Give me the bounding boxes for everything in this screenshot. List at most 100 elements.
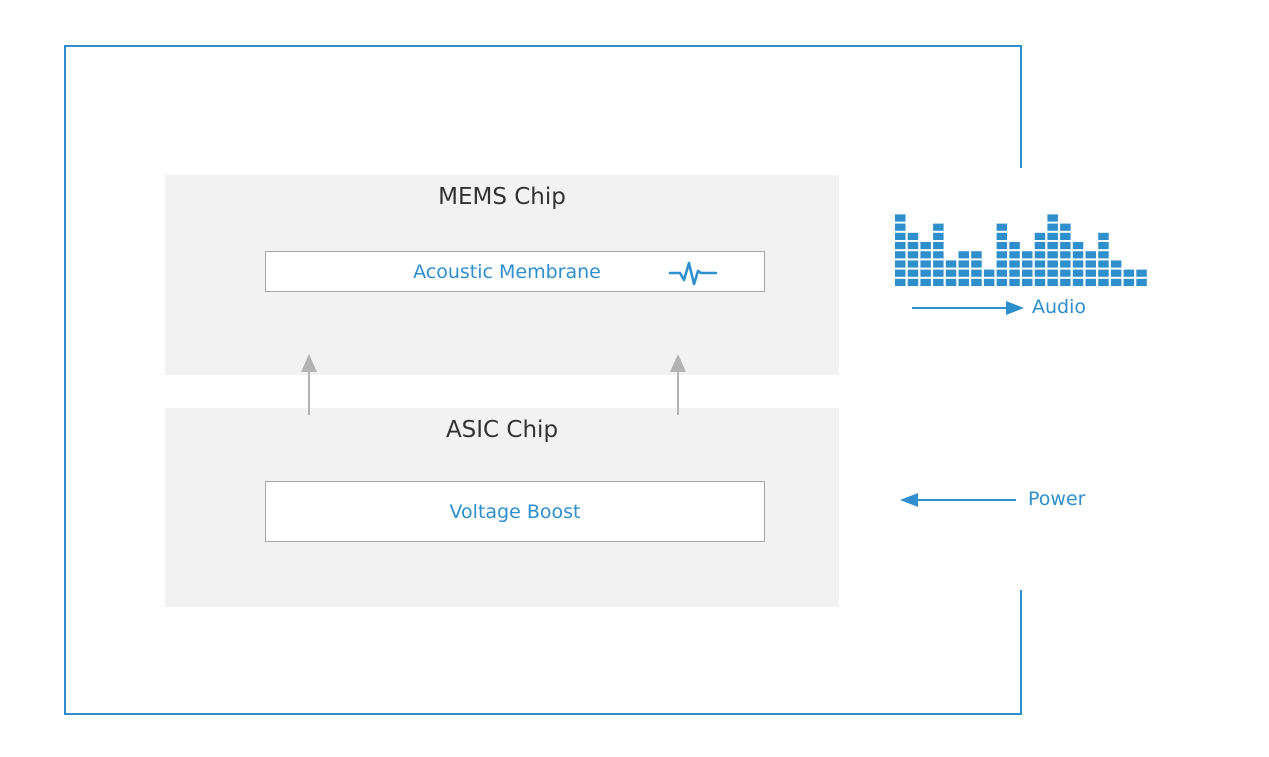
- spectrum-segment: [1047, 251, 1058, 259]
- spectrum-segment: [1060, 278, 1071, 286]
- spectrum-segment: [971, 251, 982, 259]
- spectrum-segment: [1060, 269, 1071, 277]
- spectrum-segment: [907, 260, 919, 268]
- spectrum-segment: [971, 260, 982, 268]
- spectrum-segment: [895, 223, 906, 231]
- spectrum-segment: [1060, 242, 1071, 250]
- spectrum-segment: [1034, 269, 1046, 277]
- spectrum-segment: [1085, 269, 1096, 277]
- spectrum-segment: [958, 251, 969, 259]
- spectrum-segment: [895, 232, 906, 240]
- spectrum-segment: [895, 214, 906, 222]
- spectrum-segment: [1047, 223, 1058, 231]
- spectrum-segment: [907, 242, 919, 250]
- spectrum-segment: [1022, 251, 1033, 259]
- spectrum-segment: [907, 269, 919, 277]
- spectrum-segment: [983, 278, 995, 286]
- spectrum-segment: [996, 242, 1008, 250]
- spectrum-segment: [1110, 278, 1122, 286]
- spectrum-segment: [1072, 251, 1084, 259]
- spectrum-segment: [895, 278, 906, 286]
- enclosure-frame-upper: [64, 45, 1022, 715]
- spectrum-segment: [958, 260, 969, 268]
- spectrum-segment: [920, 278, 931, 286]
- spectrum-segment: [1072, 269, 1084, 277]
- power-label: Power: [1028, 488, 1086, 510]
- mems-chip-panel: MEMS Chip Acoustic Membrane: [165, 175, 839, 375]
- spectrum-segment: [1123, 269, 1135, 277]
- spectrum-segment: [920, 242, 931, 250]
- spectrum-segment: [1085, 278, 1096, 286]
- spectrum-segment: [1060, 251, 1071, 259]
- audio-label: Audio: [1032, 296, 1087, 318]
- spectrum-segment: [1034, 251, 1046, 259]
- spectrum-segment: [996, 251, 1008, 259]
- spectrum-segment: [1022, 278, 1033, 286]
- spectrum-segment: [907, 278, 919, 286]
- spectrum-segment: [1110, 269, 1122, 277]
- voltage-boost-label: Voltage Boost: [449, 500, 581, 523]
- spectrum-segment: [1009, 260, 1020, 268]
- spectrum-segment: [895, 260, 906, 268]
- spectrum-segment: [1098, 242, 1109, 250]
- spectrum-segment: [920, 251, 931, 259]
- spectrum-segment: [1034, 278, 1046, 286]
- spectrum-segment: [933, 223, 944, 231]
- audio-spectrum-icon: [895, 214, 1147, 286]
- spectrum-segment: [907, 232, 919, 240]
- spectrum-segment: [1047, 214, 1058, 222]
- spectrum-segment: [1060, 232, 1071, 240]
- asic-chip-title: ASIC Chip: [445, 417, 559, 443]
- spectrum-segment: [958, 269, 969, 277]
- spectrum-segment: [945, 269, 957, 277]
- spectrum-segment: [1072, 242, 1084, 250]
- spectrum-segment: [1034, 232, 1046, 240]
- spectrum-segment: [1060, 223, 1071, 231]
- spectrum-segment: [1022, 269, 1033, 277]
- spectrum-segment: [1009, 269, 1020, 277]
- spectrum-segment: [920, 260, 931, 268]
- spectrum-segment: [1098, 251, 1109, 259]
- spectrum-segment: [933, 278, 944, 286]
- spectrum-segment: [1009, 278, 1020, 286]
- mems-chip-title: MEMS Chip: [438, 184, 566, 210]
- spectrum-segment: [1047, 260, 1058, 268]
- spectrum-segment: [1136, 269, 1147, 277]
- spectrum-segment: [945, 260, 957, 268]
- spectrum-segment: [1034, 260, 1046, 268]
- spectrum-segment: [1047, 269, 1058, 277]
- acoustic-membrane-label: Acoustic Membrane: [413, 260, 601, 283]
- spectrum-segment: [945, 278, 957, 286]
- spectrum-segment: [1072, 260, 1084, 268]
- spectrum-segment: [1022, 260, 1033, 268]
- spectrum-segment: [907, 251, 919, 259]
- spectrum-segment: [996, 269, 1008, 277]
- spectrum-segment: [1098, 260, 1109, 268]
- spectrum-segment: [1060, 260, 1071, 268]
- spectrum-segment: [1098, 269, 1109, 277]
- spectrum-segment: [1123, 278, 1135, 286]
- spectrum-segment: [895, 251, 906, 259]
- voltage-boost-box: Voltage Boost: [265, 481, 765, 542]
- spectrum-segment: [971, 269, 982, 277]
- spectrum-segment: [1136, 278, 1147, 286]
- spectrum-segment: [996, 278, 1008, 286]
- spectrum-segment: [1098, 278, 1109, 286]
- spectrum-segment: [971, 278, 982, 286]
- spectrum-segment: [933, 269, 944, 277]
- spectrum-segment: [1047, 242, 1058, 250]
- spectrum-segment: [958, 278, 969, 286]
- spectrum-segment: [1047, 278, 1058, 286]
- spectrum-segment: [1072, 278, 1084, 286]
- asic-chip-panel: ASIC Chip Voltage Boost: [165, 408, 839, 607]
- spectrum-segment: [996, 232, 1008, 240]
- spectrum-segment: [996, 223, 1008, 231]
- spectrum-segment: [933, 242, 944, 250]
- spectrum-segment: [996, 260, 1008, 268]
- acoustic-membrane-box: Acoustic Membrane: [265, 251, 765, 292]
- spectrum-segment: [895, 269, 906, 277]
- spectrum-segment: [1047, 232, 1058, 240]
- spectrum-segment: [933, 260, 944, 268]
- spectrum-segment: [1085, 260, 1096, 268]
